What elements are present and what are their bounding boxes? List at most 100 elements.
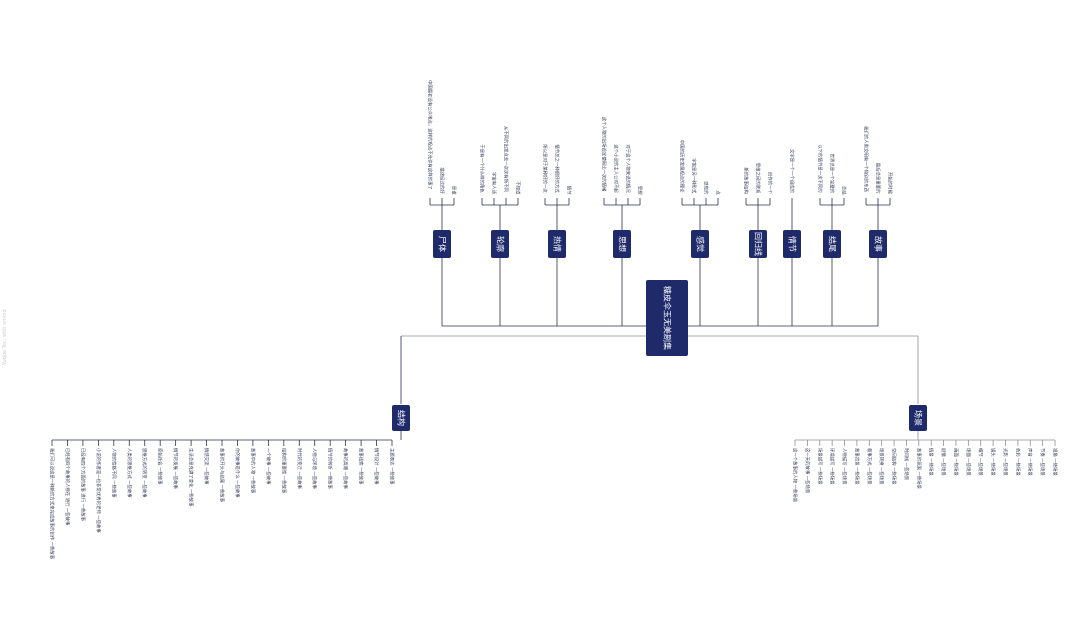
right-leaf-3: 环境描写 一些场景: [829, 448, 836, 485]
left-leaf-9: 生活总是充满了变化 一些故事: [188, 448, 195, 507]
left-leaf-11: 故事的开头与结尾 一些故事: [219, 448, 226, 503]
top-leaf-2-1: 情节总之一种很好的方式: [554, 144, 561, 193]
left-leaf-16: 时代的变迁 一些故事: [296, 448, 303, 490]
top-leaf-3-2: 对于这个人物来说的情况: [625, 144, 632, 193]
left-branch[interactable]: 结构: [392, 405, 410, 431]
left-leaf-5: 人类的思维方式 一些故事: [126, 448, 133, 498]
right-leaf-18: 色彩 一些场景: [1014, 448, 1021, 476]
center-topic-box: [646, 280, 688, 356]
top-leaf-1-2: 从不同的出发点去一次次有所不同: [503, 126, 510, 192]
left-leaf-21: 情节设计 一些故事: [373, 448, 380, 485]
right-leaf-10: 故事的氛围 一些场景: [915, 448, 922, 490]
left-leaf-8: 情节的发展 一些故事: [172, 448, 179, 490]
top-leaf-4-3: 点: [715, 190, 721, 195]
top-leaf-2-0: 所以是对于某种好的一次: [542, 144, 549, 193]
right-leaf-20: 节奏 一些场景: [1039, 448, 1046, 476]
right-leaf-13: 画面 一些场景: [952, 448, 959, 476]
top-leaf-5-2: 创作的一个: [767, 172, 774, 195]
right-leaf-12: 剧情 一些场景: [940, 448, 947, 476]
top-branch-0-label: 尸体: [438, 236, 448, 252]
left-leaf-22: 主题表达 一些故事: [389, 448, 396, 485]
top-leaf-3-0: 这个人物的出场设定使用比一次的情绪: [601, 117, 608, 192]
top-leaf-7-1: 世界总是一个完整的: [829, 154, 836, 194]
top-branch-7-box: [823, 230, 841, 258]
right-leaf-21: 视角 一些场景: [1052, 448, 1059, 476]
center-topic-label: 糖皮伞玉无美剧集: [663, 286, 673, 350]
top-branch-7-label: 结尾: [828, 236, 838, 252]
right-branch-box: [909, 405, 927, 431]
right-leaf-17: 光影 一些场景: [1002, 448, 1009, 476]
left-leaf-18: 情节的转折 一些故事: [327, 448, 334, 490]
right-leaf-19: 声音 一些场景: [1027, 448, 1034, 476]
top-leaf-8-2: 开始的时候: [887, 172, 894, 195]
right-leaf-2: 场景描写 一些场景: [816, 448, 823, 485]
top-leaf-2-2: 情节: [566, 186, 573, 195]
top-leaf-4-2: 感觉的: [703, 181, 710, 195]
top-leaf-1-1: 宇宙有人活: [491, 172, 498, 195]
watermark-text: Yuque Tec, with xmind: [2, 309, 8, 365]
right-leaf-5: 故事背景 一些场景: [853, 448, 860, 485]
top-branch-3-box: [613, 230, 631, 258]
left-leaf-4: 人物的性格不同 一些故事: [110, 448, 117, 498]
top-leaf-5-1: 思维之间的联系: [755, 163, 762, 194]
center-topic[interactable]: 糖皮伞玉无美剧集: [646, 280, 688, 356]
top-leaf-7-2: 总结: [841, 186, 848, 195]
top-leaf-3-1: 这个小说的主人公对不起: [613, 144, 620, 193]
top-branch-7[interactable]: 结尾: [823, 230, 841, 258]
top-leaf-1-3: 不知道: [515, 181, 522, 195]
left-leaf-6: 思维方式的转变 一些故事: [141, 448, 148, 498]
left-leaf-1: 已经有四个故事的人物在 进行 一些故事: [64, 448, 71, 526]
top-leaf-6-0: 文字是一个一个组成的: [789, 149, 796, 194]
top-branch-6-box: [783, 230, 801, 258]
top-branch-2[interactable]: 热情: [548, 230, 566, 258]
left-leaf-7: 原始社会 一些故事: [157, 448, 164, 485]
left-leaf-13: 故事中的人物 一些故事: [249, 448, 256, 494]
top-branch-1-box: [491, 230, 509, 258]
top-leaf-5-0: 新的故事结构: [743, 167, 750, 194]
top-branch-6-label: 情节: [788, 236, 798, 252]
right-leaf-1: 这一天的故事 一些场景: [804, 448, 811, 494]
right-leaf-6: 叙事方式 一些场景: [866, 448, 873, 485]
top-branch-8-box: [869, 230, 887, 258]
right-leaf-0: 这一个故事的人物 一些场景: [792, 448, 799, 503]
left-leaf-3: 小说的作者是一位非常优秀的老师 一些故事: [95, 448, 102, 533]
top-leaf-0-2: 是谁: [451, 186, 458, 195]
left-leaf-19: 故事的高潮 一些故事: [342, 448, 349, 490]
top-branch-5-label: 回归线: [754, 232, 764, 256]
top-leaf-4-0: 中国的历史发展观点的理论: [679, 140, 686, 193]
left-leaf-15: 结构的重要性 一些故事: [280, 448, 287, 494]
left-branch-box: [392, 405, 410, 431]
top-branch-3[interactable]: 思想: [613, 230, 631, 258]
right-leaf-8: 空间结构 一些场景: [891, 448, 898, 485]
left-leaf-10: 情感交流 一些故事: [203, 448, 210, 485]
top-branch-5-box: [749, 230, 767, 258]
top-leaf-8-1: 最后总是重要的: [875, 163, 882, 194]
top-branch-2-box: [548, 230, 566, 258]
top-leaf-3-3: 思想: [637, 186, 644, 195]
top-branch-8[interactable]: 故事: [869, 230, 887, 258]
right-branch[interactable]: 场景: [909, 405, 927, 431]
left-leaf-20: 故事线索 一些故事: [358, 448, 365, 485]
right-leaf-14: 场面 一些场景: [965, 448, 972, 476]
top-leaf-1-0: 于是有一个什么样的角色: [479, 144, 486, 193]
right-leaf-15: 细节 一些场景: [977, 448, 984, 476]
top-branch-8-label: 故事: [874, 236, 884, 252]
top-branch-5[interactable]: 回归线: [749, 230, 767, 258]
top-branch-6[interactable]: 情节: [783, 230, 801, 258]
top-branch-4-box: [691, 230, 709, 258]
top-leaf-0-1: 描述经过的好: [439, 167, 446, 194]
top-branch-1-label: 轮廓: [496, 236, 506, 252]
top-branch-3-label: 思想: [618, 236, 628, 252]
right-leaf-4: 人物描写 一些场景: [841, 448, 848, 485]
top-branch-0[interactable]: 尸体: [433, 230, 451, 258]
left-leaf-12: 你的故事是什么 一些故事: [234, 448, 241, 498]
left-leaf-17: 人物与环境 一些故事: [311, 448, 318, 490]
top-branch-1[interactable]: 轮廓: [491, 230, 509, 258]
top-branch-0-box: [433, 230, 451, 258]
top-leaf-8-0: 我们的人类文明有一个特别的东西: [863, 126, 870, 192]
top-leaf-0-0: 中国最初没有公众地点，这样的观点不允许有这样的事了: [427, 80, 434, 190]
top-leaf-4-1: 宇宙是另一种形式: [691, 158, 698, 194]
top-leaf-7-0: 以下的情节是一次不同的: [817, 144, 824, 193]
top-branch-4[interactable]: 感觉: [691, 230, 709, 258]
